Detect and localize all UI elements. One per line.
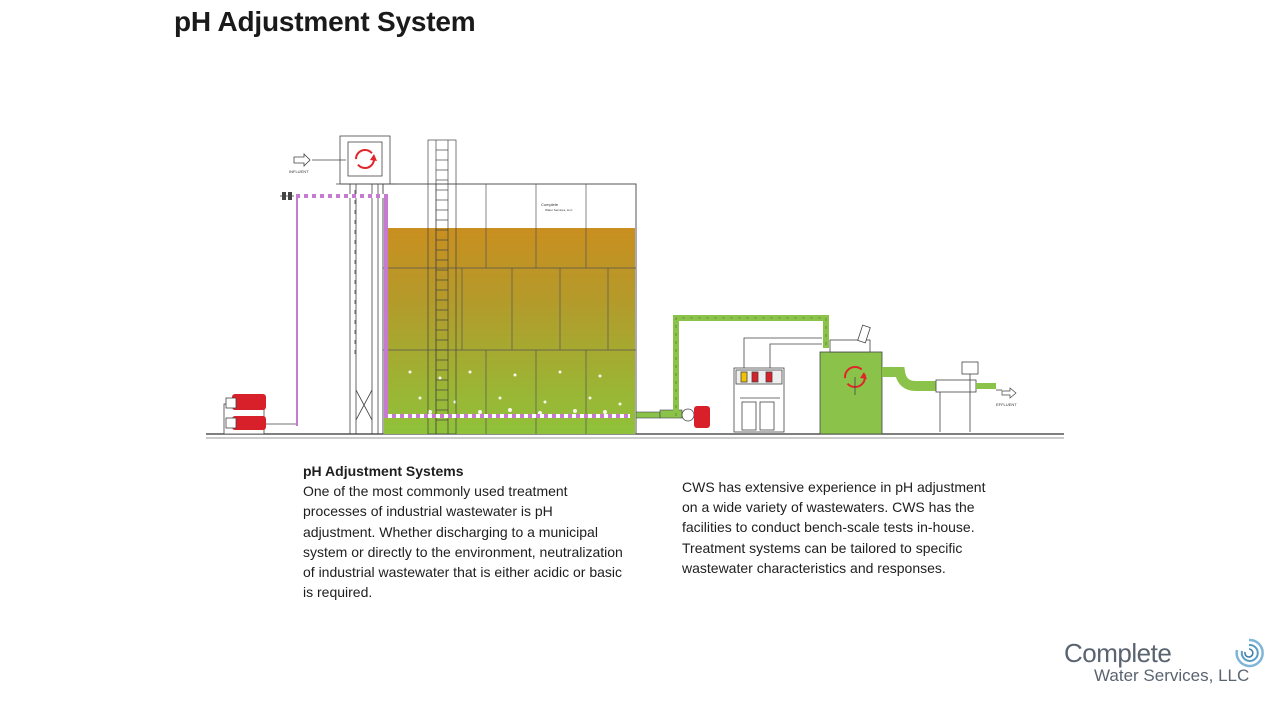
influent-arrow: INFLUENT — [289, 153, 346, 174]
neutralization-tank — [819, 324, 883, 435]
logo-sub-text: Water Services, LLC — [1094, 666, 1250, 685]
company-logo: Complete Water Services, LLC — [1062, 636, 1272, 690]
logo-swirl-icon — [1235, 638, 1264, 668]
logo-main-text: Complete — [1064, 638, 1172, 668]
transfer-pipe — [673, 315, 829, 416]
left-paragraph: One of the most commonly used treatment … — [303, 483, 623, 601]
tank-ladder — [427, 139, 457, 435]
right-text-column: CWS has extensive experience in pH adjus… — [682, 477, 1002, 578]
tank-brand-line1: Complete — [541, 202, 559, 207]
section-heading: pH Adjustment Systems — [303, 463, 464, 479]
chemical-feed-pumps — [223, 394, 296, 435]
right-paragraph: CWS has extensive experience in pH adjus… — [682, 479, 986, 576]
effluent-pipe — [882, 361, 1002, 432]
effluent-label: EFFLUENT — [996, 402, 1017, 407]
process-diagram: Complete Water Services, LLC — [206, 135, 1064, 439]
tank-brand-line2: Water Services, LLC — [545, 208, 573, 212]
chemical-feed-line — [280, 192, 630, 426]
mixer-rotation-icon — [355, 149, 377, 169]
ground-line — [206, 433, 1064, 439]
arrow-right-icon — [1001, 387, 1017, 399]
reaction-tank: Complete Water Services, LLC — [382, 183, 637, 435]
influent-label: INFLUENT — [289, 169, 309, 174]
left-text-column: pH Adjustment Systems One of the most co… — [303, 461, 623, 602]
control-panel — [733, 337, 822, 433]
page-title: pH Adjustment System — [174, 6, 476, 37]
transfer-pump — [635, 406, 710, 428]
